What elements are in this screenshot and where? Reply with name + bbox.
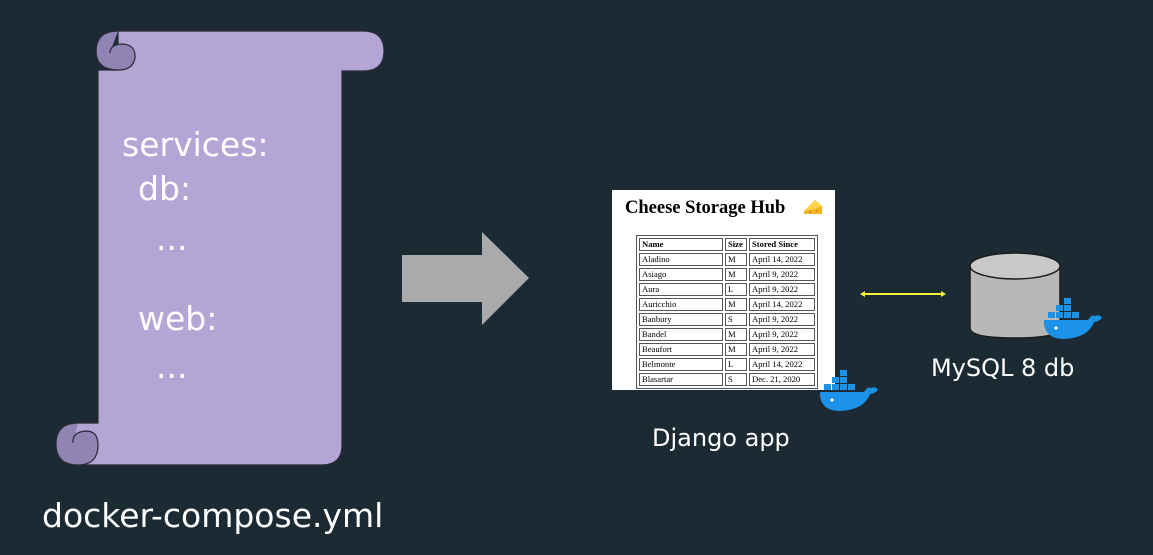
table-cell-name: Bandel bbox=[639, 328, 723, 341]
table-cell-size: M bbox=[725, 343, 747, 356]
scroll-line-web: web: bbox=[138, 299, 218, 338]
scroll-line-ellipsis: ... bbox=[156, 347, 188, 386]
table-cell-name: Belmonte bbox=[639, 358, 723, 371]
table-cell-size: M bbox=[725, 298, 747, 311]
table-cell-date: April 9, 2022 bbox=[749, 343, 815, 356]
docker-whale-icon bbox=[820, 370, 878, 411]
table-cell-name: Aladino bbox=[639, 253, 723, 266]
scroll-line-ellipsis: ... bbox=[156, 219, 188, 258]
database-cylinder-icon bbox=[969, 252, 1061, 339]
double-arrow-connector-icon bbox=[860, 291, 946, 297]
table-cell-date: April 14, 2022 bbox=[749, 298, 815, 311]
table-cell-date: April 9, 2022 bbox=[749, 328, 815, 341]
table-cell-size: M bbox=[725, 253, 747, 266]
table-cell-name: Blasartar bbox=[639, 373, 723, 386]
table-cell-date: April 9, 2022 bbox=[749, 268, 815, 281]
table-header-name: Name bbox=[639, 238, 723, 251]
compose-file-caption: docker-compose.yml bbox=[42, 496, 384, 535]
django-app-caption: Django app bbox=[652, 424, 790, 452]
table-cell-size: M bbox=[725, 268, 747, 281]
table-cell-name: Asiago bbox=[639, 268, 723, 281]
table-header-size: Size bbox=[725, 238, 747, 251]
scroll-line-db: db: bbox=[138, 169, 192, 208]
table-cell-size: L bbox=[725, 283, 747, 296]
page-title: Cheese Storage Hub bbox=[625, 198, 786, 218]
right-arrow-icon bbox=[402, 232, 529, 325]
cheese-icon bbox=[804, 200, 822, 214]
mysql-db-caption: MySQL 8 db bbox=[931, 354, 1075, 382]
table-cell-name: Auricchio bbox=[639, 298, 723, 311]
django-app-screenshot: Cheese Storage Hub Name Size Stored Sinc… bbox=[612, 190, 835, 390]
table-header-stored-since: Stored Since bbox=[749, 238, 815, 251]
scroll-icon bbox=[55, 30, 385, 466]
table-cell-size: M bbox=[725, 328, 747, 341]
table-cell-size: S bbox=[725, 373, 747, 386]
table-cell-date: April 14, 2022 bbox=[749, 253, 815, 266]
table-cell-date: Dec. 21, 2020 bbox=[749, 373, 815, 386]
table-cell-name: Beaufort bbox=[639, 343, 723, 356]
table-cell-date: April 9, 2022 bbox=[749, 283, 815, 296]
table-cell-name: Banbury bbox=[639, 313, 723, 326]
table-cell-size: L bbox=[725, 358, 747, 371]
table-cell-name: Aura bbox=[639, 283, 723, 296]
scroll-line-services: services: bbox=[122, 125, 269, 164]
table-cell-date: April 14, 2022 bbox=[749, 358, 815, 371]
docker-whale-icon bbox=[1044, 298, 1102, 339]
table-cell-date: April 9, 2022 bbox=[749, 313, 815, 326]
table-cell-size: S bbox=[725, 313, 747, 326]
